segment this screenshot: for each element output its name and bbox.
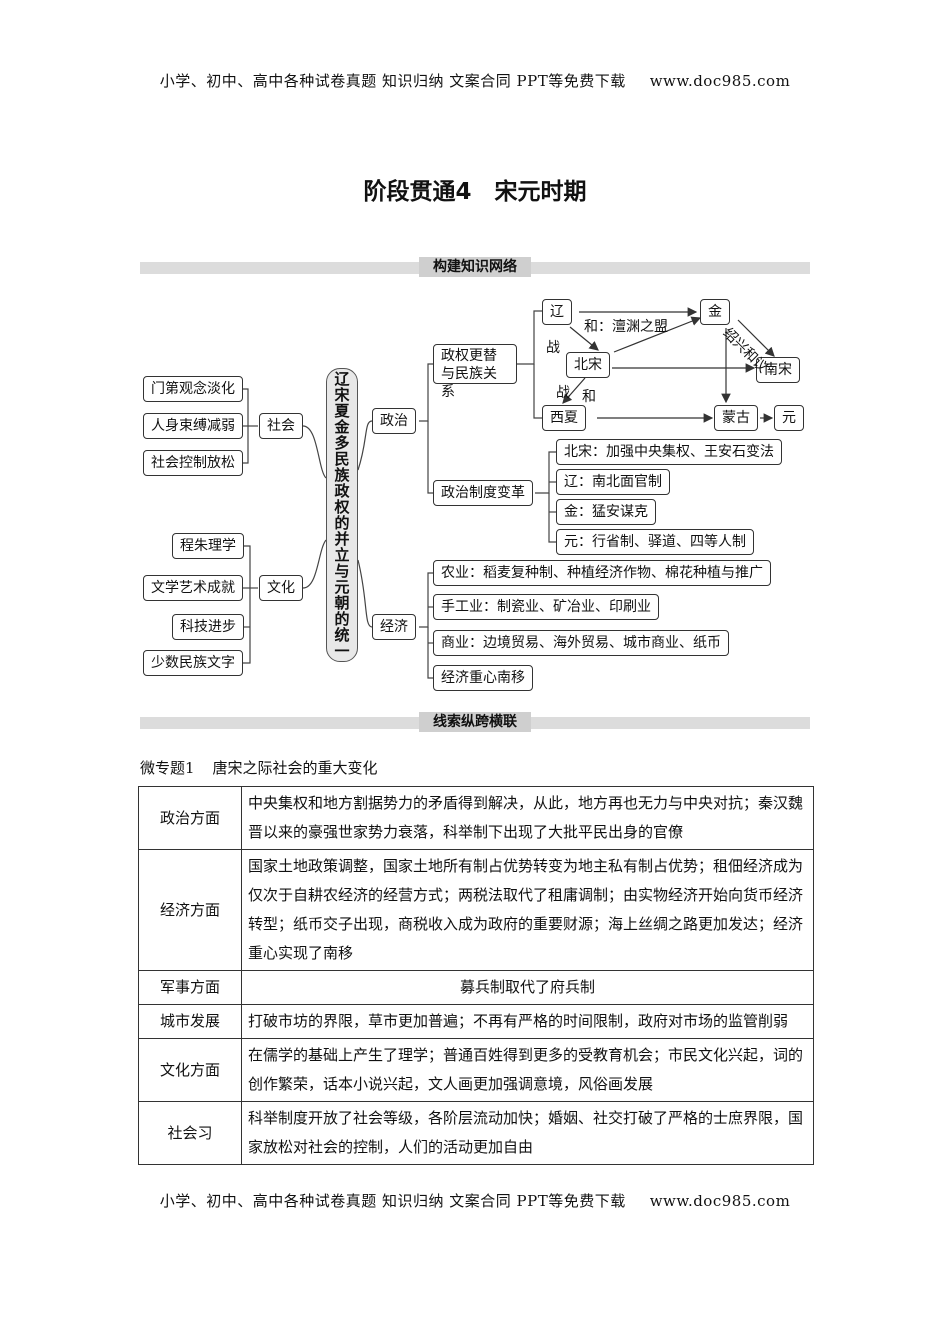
politics-node: 政治 [372,408,416,434]
edge-label-he: 和 [582,389,596,405]
page-header: 小学、初中、高中各种试卷真题 知识归纳 文案合同 PPT等免费下载 www.doc… [0,70,950,91]
edge-label-zhan-1: 战 [546,340,560,356]
header-url[interactable]: www.doc985.com [649,72,791,90]
society-node: 社会 [259,413,303,439]
row-body: 打破市坊的界限，草市更加普遍；不再有严格的时间限制，政府对市场的监管削弱 [241,1004,814,1039]
edge-label-zhan-2: 战 [556,385,570,401]
table-row: 政治方面 中央集权和地方割据势力的矛盾得到解决，从此，地方再也无力与中央对抗；秦… [138,786,814,850]
relations-node: 政权更替与民族关系 [433,344,517,400]
economy-node: 经济 [372,614,416,640]
culture-node: 文化 [259,575,303,601]
culture-item-3: 科技进步 [172,614,244,640]
system-item-4: 元：行省制、驿道、四等人制 [556,529,754,555]
row-head: 经济方面 [138,849,242,971]
row-body: 在儒学的基础上产生了理学；普通百姓得到更多的受教育机会；市民文化兴起，词的创作繁… [241,1038,814,1102]
economy-item-1: 农业：稻麦复种制、种植经济作物、棉花种植与推广 [433,560,771,586]
row-head: 社会习 [138,1101,242,1165]
table-row: 军事方面 募兵制取代了府兵制 [138,970,814,1005]
center-topic: 辽宋夏金多民族政权的并立与元朝的统一 [326,368,358,662]
banner-label: 构建知识网络 [419,257,531,277]
changes-table: 政治方面 中央集权和地方割据势力的矛盾得到解决，从此，地方再也无力与中央对抗；秦… [138,786,814,1165]
row-body: 国家土地政策调整，国家土地所有制占优势转变为地主私有制占优势；租佃经济成为仅次于… [241,849,814,971]
economy-item-4: 经济重心南移 [433,665,533,691]
row-head: 文化方面 [138,1038,242,1102]
table-row: 文化方面 在儒学的基础上产生了理学；普通百姓得到更多的受教育机会；市民文化兴起，… [138,1038,814,1102]
system-item-3: 金：猛安谋克 [556,499,656,525]
banner-label: 线索纵跨横联 [419,712,531,732]
row-head: 城市发展 [138,1004,242,1039]
economy-item-3: 商业：边境贸易、海外贸易、城市商业、纸币 [433,630,729,656]
culture-item-1: 程朱理学 [172,533,244,559]
table-row: 社会习 科举制度开放了社会等级，各阶层流动加快；婚姻、社交打破了严格的士庶界限，… [138,1101,814,1165]
regime-liao: 辽 [542,299,572,325]
system-item-1: 北宋：加强中央集权、王安石变法 [556,439,782,465]
regime-beisong: 北宋 [566,352,610,378]
regime-xixia: 西夏 [542,405,586,431]
row-head: 政治方面 [138,786,242,850]
society-item-1: 门第观念淡化 [143,376,243,402]
banner-clues: 线索纵跨横联 [140,712,810,732]
header-text: 小学、初中、高中各种试卷真题 知识归纳 文案合同 PPT等免费下载 [159,72,626,90]
footer-url[interactable]: www.doc985.com [649,1192,791,1210]
page-footer: 小学、初中、高中各种试卷真题 知识归纳 文案合同 PPT等免费下载 www.doc… [0,1190,950,1211]
society-item-3: 社会控制放松 [143,450,243,476]
subtopic-number: 微专题1 [140,759,195,777]
table-row: 经济方面 国家土地政策调整，国家土地所有制占优势转变为地主私有制占优势；租佃经济… [138,849,814,971]
footer-text: 小学、初中、高中各种试卷真题 知识归纳 文案合同 PPT等免费下载 [159,1192,626,1210]
system-item-2: 辽：南北面官制 [556,469,670,495]
page-title: 阶段贯通4 宋元时期 [363,179,587,205]
edge-label-chanyuan: 和：澶渊之盟 [584,319,668,335]
banner-knowledge-network: 构建知识网络 [140,257,810,277]
row-body: 中央集权和地方割据势力的矛盾得到解决，从此，地方再也无力与中央对抗；秦汉魏晋以来… [241,786,814,850]
culture-item-2: 文学艺术成就 [143,575,243,601]
subtopic-heading: 微专题1 唐宋之际社会的重大变化 [140,757,378,778]
mindmap-connectors [238,307,775,679]
regime-yuan: 元 [774,405,804,431]
table-row: 城市发展 打破市坊的界限，草市更加普遍；不再有严格的时间限制，政府对市场的监管削… [138,1004,814,1039]
society-item-2: 人身束缚减弱 [143,413,243,439]
system-node: 政治制度变革 [433,480,533,506]
row-head: 军事方面 [138,970,242,1005]
row-body: 科举制度开放了社会等级，各阶层流动加快；婚姻、社交打破了严格的士庶界限，国家放松… [241,1101,814,1165]
economy-item-2: 手工业：制瓷业、矿冶业、印刷业 [433,594,659,620]
subtopic-title: 唐宋之际社会的重大变化 [212,759,378,777]
regime-menggu: 蒙古 [714,405,758,431]
culture-item-4: 少数民族文字 [143,650,243,676]
row-body: 募兵制取代了府兵制 [241,970,814,1005]
regime-jin: 金 [700,299,730,325]
regime-nansong: 南宋 [756,357,800,383]
